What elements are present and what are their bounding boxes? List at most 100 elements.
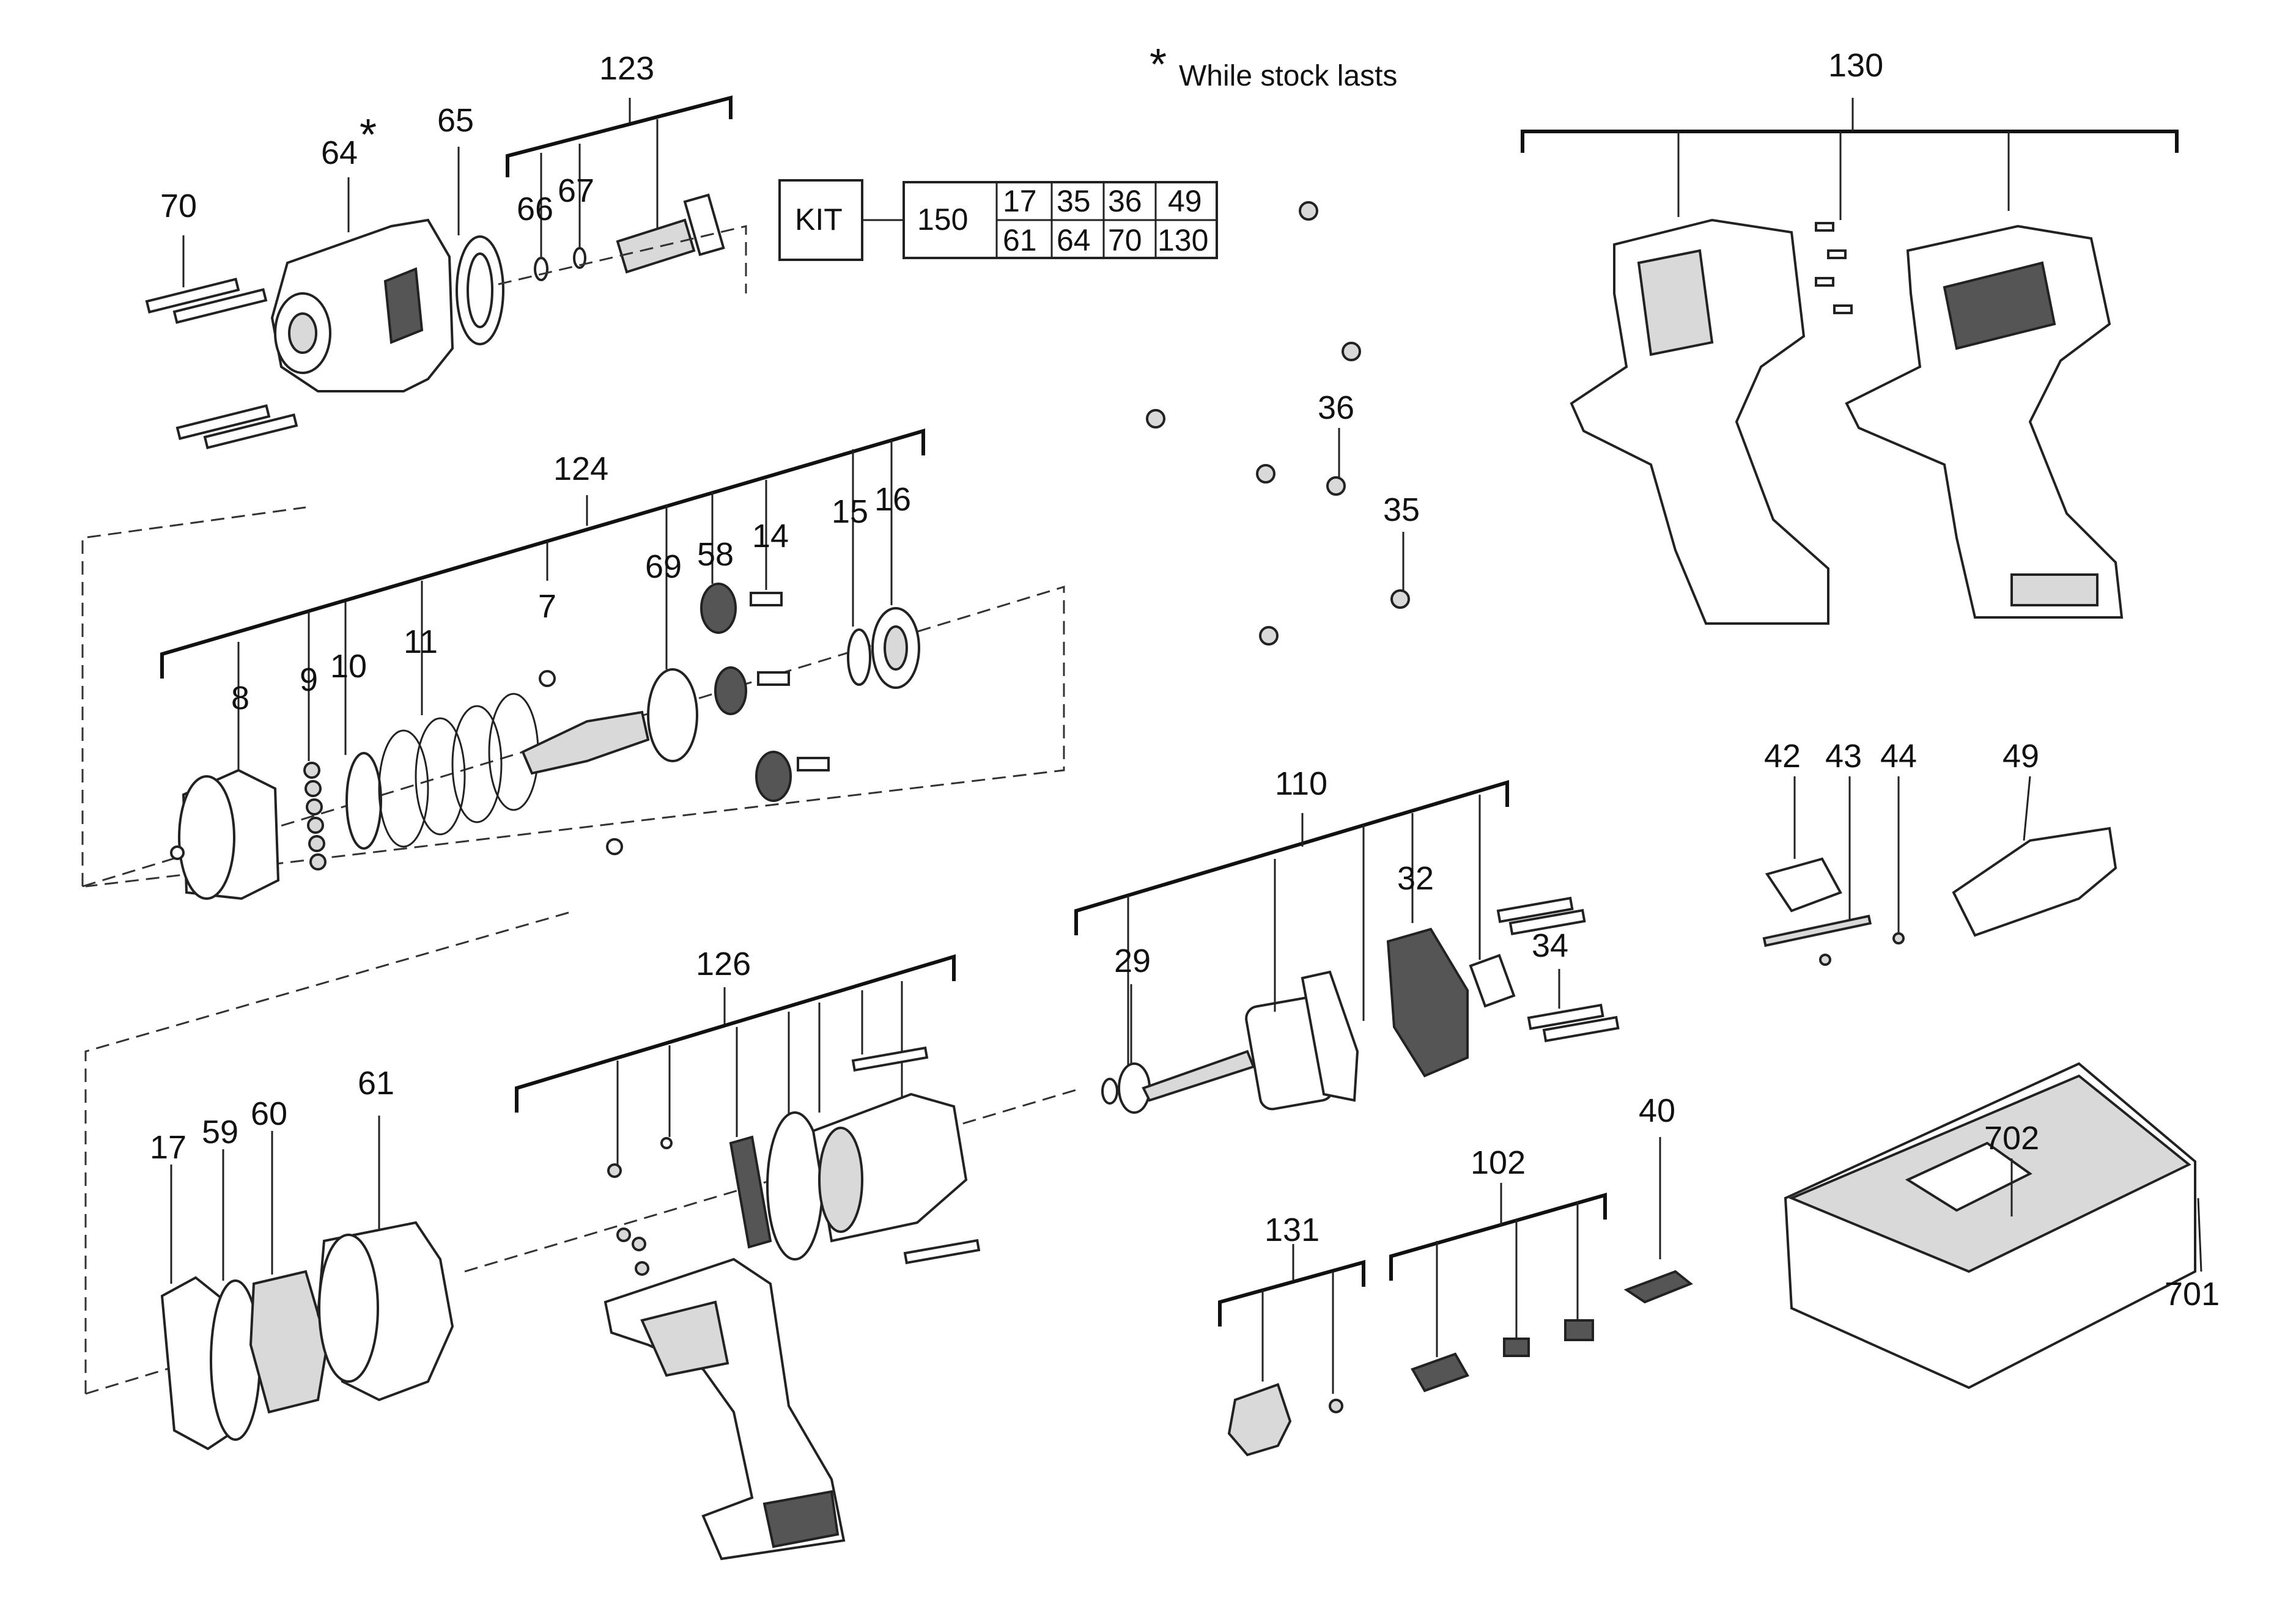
label-69: 69 <box>645 548 682 585</box>
label-102: 102 <box>1471 1144 1526 1181</box>
ring-67 <box>573 247 586 269</box>
steel-balls-9 <box>303 762 327 870</box>
label-66: 66 <box>517 191 553 227</box>
bracket-131 <box>1218 1260 1365 1327</box>
screw-35 <box>1390 589 1410 609</box>
planet-gear-58b <box>714 666 747 715</box>
bearing-16-inner <box>884 625 908 671</box>
bracket-126 <box>515 954 956 1113</box>
screw-36 <box>1326 476 1346 496</box>
label-plates-group: 42 43 44 49 <box>1762 738 2117 966</box>
label-40: 40 <box>1639 1092 1675 1129</box>
label-65: 65 <box>437 102 474 139</box>
label-110: 110 <box>1275 765 1327 802</box>
bracket-124 <box>160 428 925 679</box>
washer-10 <box>345 752 382 850</box>
label-36: 36 <box>1318 389 1354 426</box>
gear-housing-front <box>318 1234 379 1383</box>
lever-40 <box>1623 1270 1693 1304</box>
label-44: 44 <box>1880 738 1917 775</box>
label-15: 15 <box>832 493 868 530</box>
end-cap-32 <box>1386 927 1469 1078</box>
screw-34 <box>1508 908 1586 936</box>
screw-long <box>903 1238 981 1265</box>
carry-case-group: 702 701 <box>1784 1062 2220 1389</box>
label-64-star: * <box>360 111 377 160</box>
label-64: 64 <box>321 134 358 171</box>
label-60: 60 <box>251 1095 287 1132</box>
label-7: 7 <box>538 588 556 625</box>
screw-34 <box>1527 1003 1604 1031</box>
motor-shaft <box>1142 1050 1255 1102</box>
label-42: 42 <box>1764 738 1801 775</box>
screw-36 <box>1256 464 1275 484</box>
bracket-102 <box>1389 1193 1607 1281</box>
housing-bore <box>288 312 317 354</box>
kit-part: 35 <box>1057 184 1091 218</box>
screw-70 <box>145 278 298 449</box>
plate-42 <box>1765 857 1842 913</box>
label-8: 8 <box>231 680 249 716</box>
case-handle <box>1905 1141 2032 1212</box>
switch-cover-131 <box>1227 1383 1292 1457</box>
fan <box>1301 970 1359 1102</box>
anvil-head <box>683 193 725 256</box>
assembly-outline <box>84 910 575 1394</box>
label-61: 61 <box>358 1065 394 1102</box>
screw-36 <box>1342 342 1361 361</box>
kit-part: 61 <box>1003 223 1037 257</box>
spindle-69 <box>647 668 698 762</box>
spring-11 <box>378 693 539 848</box>
screw-small <box>1819 954 1831 966</box>
label-10: 10 <box>330 648 367 685</box>
switch-102 <box>1411 1352 1469 1393</box>
note-text: While stock lasts <box>1179 60 1397 92</box>
ball-7b <box>606 838 623 855</box>
screw-small <box>635 1261 649 1276</box>
label-126: 126 <box>696 946 751 982</box>
washer-15 <box>847 628 871 686</box>
label-29: 29 <box>1114 943 1151 979</box>
hammer-mechanism-group: 124 8 9 10 11 7 69 58 14 15 16 <box>81 428 1065 900</box>
kit-box <box>778 179 863 261</box>
planet-gear-58c <box>755 751 792 802</box>
front-housing-group: 123 64 * 65 70 66 67 <box>145 50 747 449</box>
label-70: 70 <box>160 188 197 224</box>
kit-part: 36 <box>1108 184 1142 218</box>
washer-29 <box>1101 1078 1118 1105</box>
label-9: 9 <box>300 661 318 698</box>
stator-bore <box>818 1127 863 1233</box>
ring-66 <box>534 257 548 281</box>
screw-small <box>660 1137 673 1149</box>
label-67: 67 <box>558 172 594 209</box>
label-14: 14 <box>752 518 789 554</box>
pcb-board <box>729 1135 772 1249</box>
sensor-board <box>1469 954 1516 1008</box>
screws-36-group: 36 35 <box>1146 201 1420 646</box>
pin-small <box>1815 277 1834 287</box>
gear-housing-group: 17 59 60 61 <box>84 910 1083 1451</box>
label-701: 701 <box>2165 1276 2220 1312</box>
housing-logo-panel <box>1943 261 2056 350</box>
sticker-49 <box>1952 826 2117 937</box>
note-star: * <box>1150 40 1167 89</box>
assembly-axis <box>498 225 747 293</box>
screw-36 <box>1146 409 1165 429</box>
label-35: 35 <box>1383 491 1420 528</box>
hammer-face <box>178 775 235 900</box>
screw-36 <box>1259 626 1279 646</box>
housing-halves-group: 130 <box>1521 47 2179 625</box>
screw-44 <box>1892 932 1905 944</box>
leader <box>2023 776 2031 841</box>
switch-102b <box>1503 1338 1530 1357</box>
pin-small <box>1815 222 1834 232</box>
housing-foot <box>2010 573 2099 606</box>
ball-small <box>170 845 185 860</box>
label-58: 58 <box>697 536 734 573</box>
screw-small <box>607 1163 622 1178</box>
label-131: 131 <box>1264 1212 1320 1248</box>
label-123: 123 <box>599 50 654 87</box>
label-702: 702 <box>1984 1120 2039 1157</box>
ring-gear-60 <box>249 1270 329 1414</box>
